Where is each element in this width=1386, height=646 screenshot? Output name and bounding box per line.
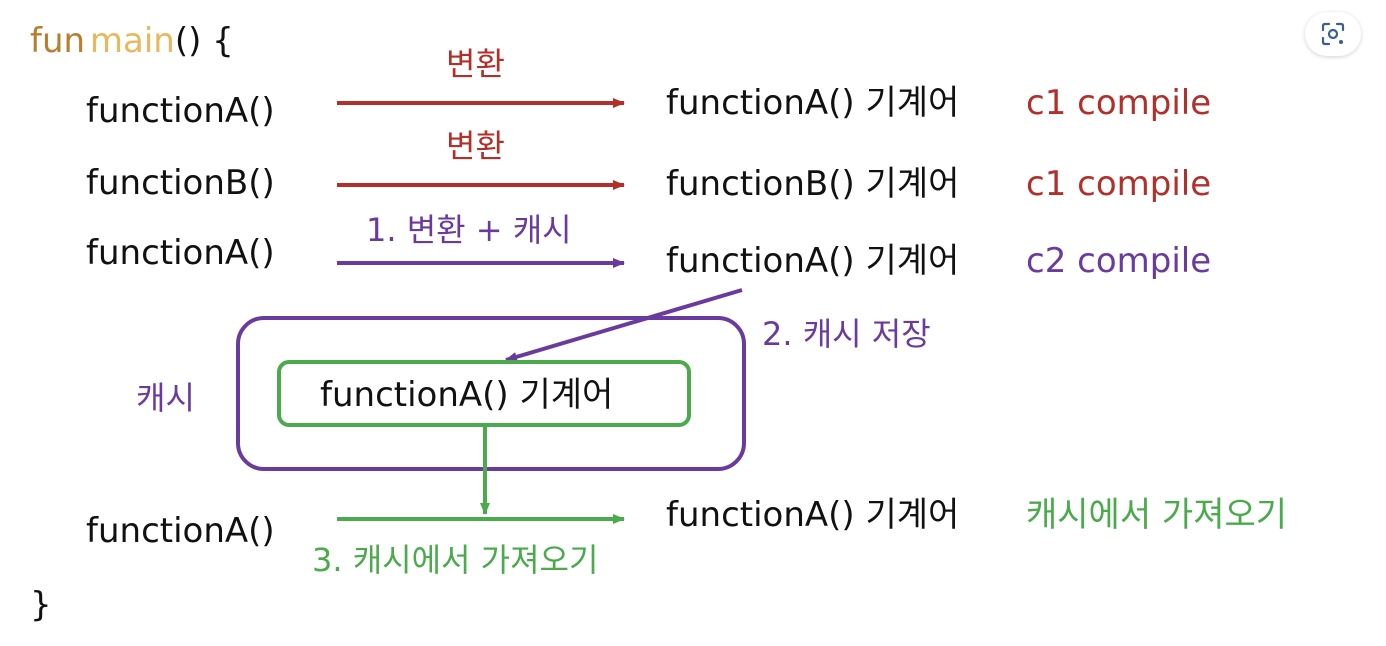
arrow-1-label: 변환 <box>446 45 505 83</box>
tag-c1-compile-2: c1 compile <box>1026 164 1212 204</box>
tag-c2-compile: c2 compile <box>1026 241 1212 281</box>
code-call-1: functionA() <box>86 91 275 131</box>
result-2: functionB() 기계어 <box>666 164 960 204</box>
result-3: functionA() 기계어 <box>666 241 960 281</box>
tag-from-cache: 캐시에서 가져오기 <box>1026 495 1288 535</box>
cache-outer-box <box>236 316 746 471</box>
tag-c1-compile-1: c1 compile <box>1026 83 1212 123</box>
arrow-4-label: 3. 캐시에서 가져오기 <box>312 541 599 579</box>
result-1: functionA() 기계어 <box>666 83 960 123</box>
code-call-2: functionB() <box>86 163 275 203</box>
cache-label: 캐시 <box>136 379 195 417</box>
code-close-brace: } <box>30 585 52 625</box>
code-header: fun main() { <box>30 24 234 58</box>
code-open-brace: () { <box>174 21 234 61</box>
arrow-2-label: 변환 <box>446 127 505 165</box>
cache-item: functionA() 기계어 <box>320 375 614 415</box>
keyword-main: main <box>89 21 175 61</box>
result-4: functionA() 기계어 <box>666 495 960 535</box>
cache-inner-box <box>277 360 691 427</box>
cache-store-label: 2. 캐시 저장 <box>762 315 931 353</box>
lens-icon <box>1321 22 1345 46</box>
code-call-3: functionA() <box>86 233 275 273</box>
lens-button[interactable] <box>1305 12 1361 56</box>
arrow-3-label: 1. 변환 + 캐시 <box>366 211 572 249</box>
keyword-fun: fun <box>30 21 86 61</box>
code-call-4: functionA() <box>86 511 275 551</box>
cache-store-arrow <box>505 288 743 362</box>
